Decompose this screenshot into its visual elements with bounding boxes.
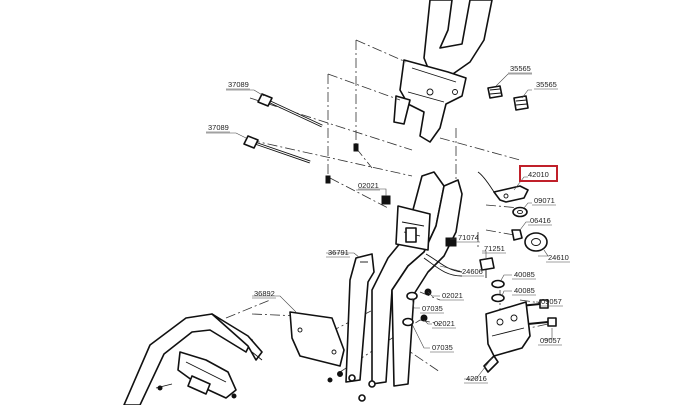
upper-handle: [393, 0, 493, 143]
label-09057-a: 09057: [541, 297, 562, 306]
knob-35565-b: [513, 95, 529, 111]
label-02021-upper: 02021: [358, 181, 379, 190]
bracket-42016: [483, 301, 531, 373]
washer-40085-b: [491, 293, 505, 303]
bolt-71074: [445, 237, 457, 247]
part-labels: 37089 37089 35565 35565 42010 09071 0641…: [208, 64, 569, 383]
label-24606: 24606: [462, 267, 483, 276]
label-42016: 42016: [466, 374, 487, 383]
label-underlines: [206, 72, 570, 384]
label-09057-b: 09057: [540, 336, 561, 345]
label-35565-b: 35565: [536, 80, 557, 89]
label-07035-low: 07035: [432, 343, 453, 352]
cable-24606: [423, 253, 463, 277]
label-71074: 71074: [458, 233, 479, 242]
label-02021-mid: 02021: [442, 291, 463, 300]
washer-40085-a: [491, 279, 505, 289]
label-40085-b: 40085: [514, 286, 535, 295]
knob-35565-a: [487, 85, 503, 99]
label-40085-a: 40085: [514, 270, 535, 279]
nut-06416: [511, 229, 523, 241]
panel-36892: [289, 311, 345, 367]
leader-lines: [206, 73, 553, 380]
label-09071: 09071: [534, 196, 555, 205]
label-07035-mid: 07035: [422, 304, 443, 313]
bolt-37089-upper: [257, 93, 359, 149]
label-35565-a: 35565: [510, 64, 531, 73]
small-hardware-bottom: [327, 371, 376, 402]
label-06416: 06416: [530, 216, 551, 225]
highlight-box-42010: [519, 165, 558, 182]
label-02021-low: 02021: [434, 319, 455, 328]
label-36791: 36791: [328, 248, 349, 257]
nut-07035-low: [420, 314, 428, 322]
bolt-02021-upper: [381, 195, 391, 205]
label-71251: 71251: [484, 244, 505, 253]
bolt-37089-lower: [243, 135, 359, 184]
main-handle-frame: [345, 171, 463, 387]
wheel-24610: [524, 232, 548, 252]
lower-handle: [123, 313, 263, 405]
label-24610: 24610: [548, 253, 569, 262]
bolt-09057-b: [527, 317, 557, 327]
label-36892: 36892: [254, 289, 275, 298]
bracket-42010: [477, 171, 529, 203]
label-37089-upper: 37089: [228, 80, 249, 89]
label-42010: 42010: [528, 170, 549, 179]
knob-71251: [479, 257, 495, 278]
label-37089-lower: 37089: [208, 123, 229, 132]
washer-02021-low: [402, 317, 414, 327]
washer-09071: [512, 206, 528, 218]
